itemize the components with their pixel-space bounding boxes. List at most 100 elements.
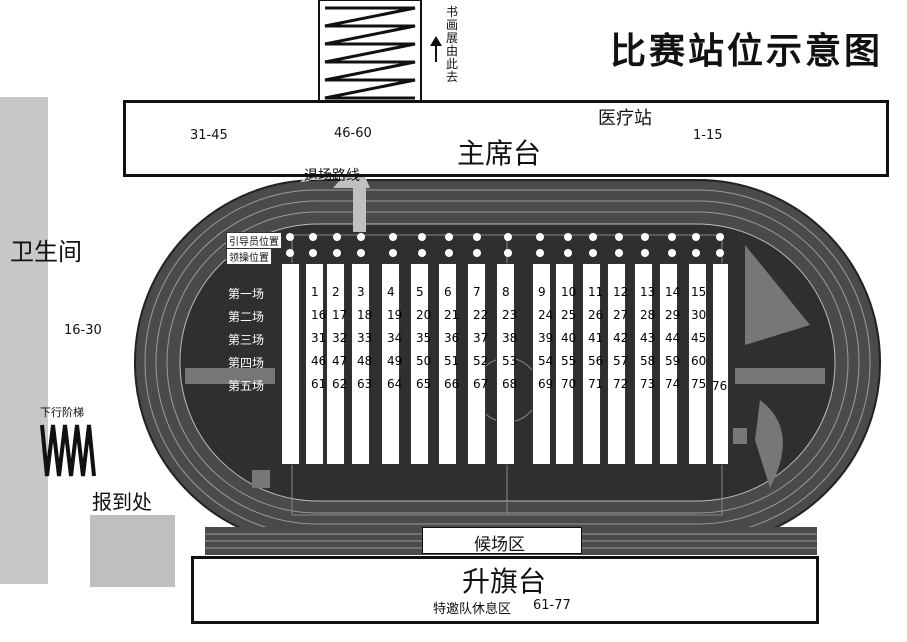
- team-number: 44: [665, 331, 681, 345]
- row-label: 第三场: [228, 333, 265, 347]
- position-dot: [473, 233, 481, 241]
- art-exhibition-direction: 书画展由此去: [446, 5, 459, 84]
- team-number: 23: [502, 308, 518, 322]
- position-dot: [564, 249, 572, 257]
- position-dot: [615, 249, 623, 257]
- position-dot: [641, 233, 649, 241]
- waiting-area-label: 候场区: [474, 535, 525, 555]
- row-label: 第四场: [228, 356, 265, 370]
- team-number: 29: [665, 308, 681, 322]
- team-lane: [659, 263, 678, 465]
- position-dot: [418, 233, 426, 241]
- team-number: 67: [473, 377, 489, 391]
- team-number: 14: [665, 285, 681, 299]
- registration-label: 报到处: [92, 490, 152, 514]
- position-dot: [389, 233, 397, 241]
- team-number: 13: [640, 285, 656, 299]
- team-number: 17: [332, 308, 348, 322]
- team-number: 47: [332, 354, 348, 368]
- team-lane: [438, 263, 457, 465]
- team-number: 35: [416, 331, 432, 345]
- position-dot: [473, 249, 481, 257]
- team-number: 6: [444, 285, 452, 299]
- position-dot: [589, 233, 597, 241]
- position-dot: [286, 249, 294, 257]
- team-number-extra-right: 76: [712, 379, 728, 393]
- team-number: 15: [691, 285, 707, 299]
- team-number: 51: [444, 354, 460, 368]
- position-dot: [309, 233, 317, 241]
- team-number: 63: [357, 377, 373, 391]
- position-dot: [692, 249, 700, 257]
- track-lane-line: [155, 200, 860, 525]
- team-number: 64: [387, 377, 403, 391]
- medical-station: 医疗站: [598, 108, 652, 129]
- position-dot: [716, 249, 724, 257]
- team-number: 71: [588, 377, 604, 391]
- page-title: 比赛站位示意图: [610, 31, 884, 72]
- position-dot: [504, 233, 512, 241]
- team-number: 32: [332, 331, 348, 345]
- stand-section: 31-45: [190, 128, 228, 143]
- exit-route-label: 退场路线: [304, 168, 360, 184]
- position-dot: [309, 249, 317, 257]
- flag-stand: [191, 556, 819, 624]
- team-number: 30: [691, 308, 707, 322]
- team-number: 59: [665, 354, 681, 368]
- team-number: 48: [357, 354, 373, 368]
- team-number: 61: [311, 377, 327, 391]
- team-lane: [634, 263, 653, 465]
- stairs-down-icon: [40, 424, 96, 477]
- stairs-down-label: 下行阶梯: [40, 406, 84, 419]
- team-number: 20: [416, 308, 432, 322]
- waiting-area: [422, 527, 582, 554]
- team-number: 36: [444, 331, 460, 345]
- team-number: 73: [640, 377, 656, 391]
- team-number: 72: [613, 377, 629, 391]
- team-lane: [712, 263, 729, 465]
- restroom-label: 卫生间: [10, 238, 82, 266]
- leader-position-label: 领操位置: [226, 248, 272, 265]
- team-number: 21: [444, 308, 460, 322]
- position-dot: [389, 249, 397, 257]
- position-dot: [536, 233, 544, 241]
- team-number: 24: [538, 308, 554, 322]
- team-number: 19: [387, 308, 403, 322]
- position-dot: [564, 233, 572, 241]
- position-dot: [692, 233, 700, 241]
- team-number-extra-left: 77: [284, 379, 300, 393]
- team-number: 40: [561, 331, 577, 345]
- team-number: 62: [332, 377, 348, 391]
- team-number: 65: [416, 377, 432, 391]
- team-number: 49: [387, 354, 403, 368]
- team-lane: [467, 263, 486, 465]
- team-number: 18: [357, 308, 373, 322]
- team-number: 68: [502, 377, 518, 391]
- team-lane: [281, 263, 300, 465]
- position-dot: [357, 233, 365, 241]
- team-number: 11: [588, 285, 604, 299]
- special-rest-range: 61-77: [533, 598, 571, 613]
- team-lane: [410, 263, 429, 465]
- team-number: 56: [588, 354, 604, 368]
- team-number: 12: [613, 285, 629, 299]
- team-number: 46: [311, 354, 327, 368]
- team-number: 2: [332, 285, 340, 299]
- team-number: 16: [311, 308, 327, 322]
- position-dot: [504, 249, 512, 257]
- team-lane: [532, 263, 551, 465]
- throwing-sector: [745, 245, 810, 345]
- throwing-sector: [755, 400, 783, 488]
- team-lane: [607, 263, 626, 465]
- team-number: 4: [387, 285, 395, 299]
- team-number: 27: [613, 308, 629, 322]
- team-number: 75: [691, 377, 707, 391]
- team-number: 54: [538, 354, 554, 368]
- position-dot: [536, 249, 544, 257]
- position-dot: [286, 233, 294, 241]
- position-dot: [418, 249, 426, 257]
- team-lane: [555, 263, 574, 465]
- team-number: 52: [473, 354, 489, 368]
- position-dot: [333, 233, 341, 241]
- team-lane: [381, 263, 400, 465]
